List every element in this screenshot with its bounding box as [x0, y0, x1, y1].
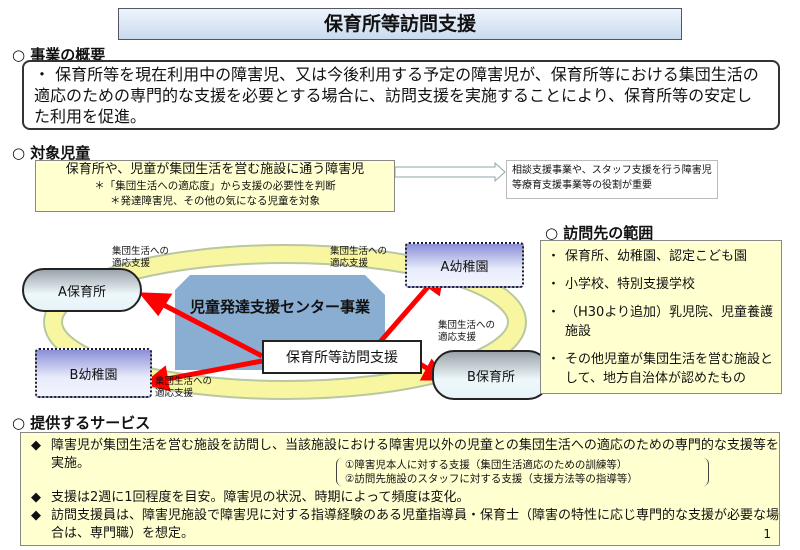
range-item: その他児童が集団生活を営む施設として、地方自治体が認めたもの — [547, 350, 775, 388]
range-box: 保育所、幼稚園、認定こども園 小学校、特別支援学校 （H30より追加）乳児院、児… — [540, 240, 782, 394]
support-label: 集団生活への適応支援 — [112, 246, 170, 269]
service-text: 障害児が集団生活を営む施設を訪問し、当該施設における障害児以外の児童との集団生活… — [51, 438, 779, 471]
diamond-icon: ◆ — [31, 490, 41, 505]
target-note: ＊「集団生活への適応度」から支援の必要性を判断 — [94, 180, 336, 192]
diamond-icon: ◆ — [31, 508, 41, 523]
target-note: ＊発達障害児、その他の気になる児童を対象 — [110, 195, 320, 207]
node-a-kindergarten: A幼稚園 — [405, 242, 524, 288]
service-item: ◆ 支援は2週に1回程度を目安。障害児の状況、時期によって頻度は変化。 — [31, 489, 791, 507]
node-a-nursery: A保育所 — [22, 268, 142, 312]
service-item: ◆ 障害児が集団生活を営む施設を訪問し、当該施設における障害児以外の児童との集団生… — [31, 437, 791, 473]
support-label: 集団生活への適応支援 — [438, 320, 496, 343]
service-subitems: ①障害児本人に対する支援（集団生活適応のための訓練等） ②訪問先施設のスタッフに… — [336, 458, 709, 486]
center-label: 児童発達支援センター事業 — [189, 298, 370, 316]
side-note: 相談支援事業や、スタッフ支援を行う障害児等療育支援事業等の役割が重要 — [506, 160, 718, 199]
target-main: 保育所や、児童が集団生活を営む施設に通う障害児 — [65, 162, 365, 177]
target-box: 保育所や、児童が集団生活を営む施設に通う障害児 ＊「集団生活への適応度」から支援… — [35, 160, 395, 212]
arrow-right-icon — [395, 162, 506, 182]
diamond-icon: ◆ — [31, 438, 41, 453]
node-b-nursery: B保育所 — [432, 350, 550, 400]
service-item: ◆ 訪問支援員は、障害児施設で障害児に対する指導経験のある児童指導員・保育士（障害… — [31, 507, 779, 543]
support-label: 集団生活への適応支援 — [330, 246, 388, 269]
node-b-kindergarten: B幼稚園 — [35, 348, 152, 398]
range-item: 小学校、特別支援学校 — [547, 275, 775, 294]
service-subitem: ①障害児本人に対する支援（集団生活適応のための訓練等） — [345, 459, 628, 471]
page-number: 1 — [763, 527, 771, 541]
services-box: ◆ 障害児が集団生活を営む施設を訪問し、当該施設における障害児以外の児童との集団生… — [20, 432, 780, 546]
range-item: （H30より追加）乳児院、児童養護施設 — [547, 303, 775, 341]
service-label: 保育所等訪問支援 — [262, 340, 422, 374]
service-text: 訪問支援員は、障害児施設で障害児に対する指導経験のある児童指導員・保育士（障害の… — [51, 508, 780, 541]
service-subitem: ②訪問先施設のスタッフに対する支援（支援方法等の指導等） — [345, 473, 638, 485]
services-heading: ○ 提供するサービス — [12, 414, 151, 432]
page-title: 保育所等訪問支援 — [118, 8, 682, 40]
range-heading: ○ 訪問先の範囲 — [545, 224, 654, 242]
service-text: 支援は2週に1回程度を目安。障害児の状況、時期によって頻度は変化。 — [51, 490, 470, 505]
range-item: 保育所、幼稚園、認定こども園 — [547, 247, 775, 266]
overview-box: ・ 保育所等を現在利用中の障害児、又は今後利用する予定の障害児が、保育所等におけ… — [22, 60, 780, 130]
target-heading: ○ 対象児童 — [12, 144, 91, 162]
support-label: 集団生活への適応支援 — [155, 376, 213, 399]
overview-heading: ○ 事業の概要 — [12, 46, 106, 64]
